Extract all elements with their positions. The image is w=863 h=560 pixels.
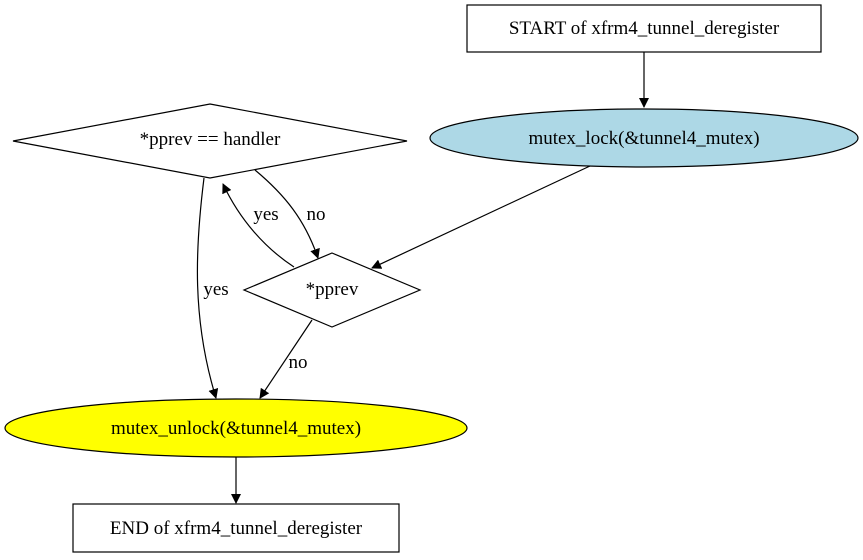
node-cond-handler-label: *pprev == handler (140, 129, 281, 150)
node-end-label: END of xfrm4_tunnel_deregister (110, 518, 363, 539)
edge-label-no-lower: no (289, 352, 308, 373)
edge-label-yes-upper: yes (253, 204, 278, 225)
edge-handler-pprev-no (254, 169, 320, 259)
edge-label-no-upper: no (307, 204, 326, 225)
node-cond-pprev-label: *pprev (306, 279, 359, 300)
node-unlock-label: mutex_unlock(&tunnel4_mutex) (111, 418, 361, 439)
node-start-label: START of xfrm4_tunnel_deregister (509, 18, 780, 39)
node-start: START of xfrm4_tunnel_deregister (466, 4, 822, 53)
node-cond-handler: *pprev == handler (12, 103, 408, 179)
edge-lock-pprev (371, 165, 591, 269)
edge-label-yes-lower: yes (203, 279, 228, 300)
edge-handler-unlock-yes (196, 177, 219, 399)
node-end: END of xfrm4_tunnel_deregister (72, 503, 400, 553)
node-lock-label: mutex_lock(&tunnel4_mutex) (528, 128, 759, 149)
edge-pprev-unlock-no (259, 319, 313, 399)
node-lock: mutex_lock(&tunnel4_mutex) (429, 108, 859, 168)
edge-pprev-handler-yes (222, 183, 295, 268)
node-cond-pprev: *pprev (242, 252, 422, 328)
node-unlock: mutex_unlock(&tunnel4_mutex) (4, 398, 468, 458)
